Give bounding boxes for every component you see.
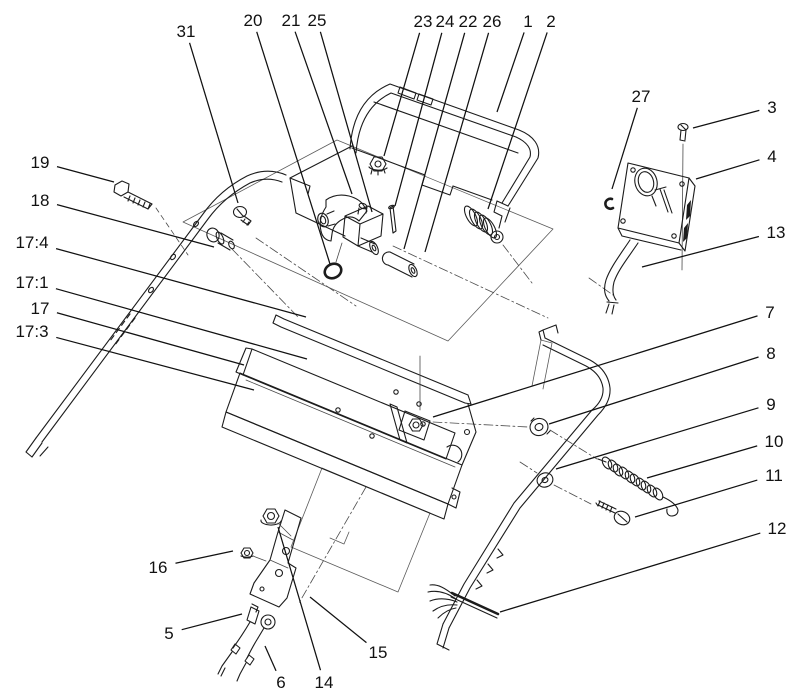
- leader-line-3: [692, 109, 760, 129]
- leader-line-4: [695, 159, 760, 180]
- leader-line-24: [394, 32, 443, 207]
- callout-label-24: 24: [436, 12, 455, 31]
- leader-line-20: [256, 31, 331, 265]
- callout-label-18: 18: [31, 191, 50, 210]
- part-cable-13: [604, 239, 639, 315]
- callout-label-2: 2: [546, 12, 555, 31]
- part-bolt-19: [113, 180, 153, 210]
- callout-label-21: 21: [282, 11, 301, 30]
- callout-label-10: 10: [765, 432, 784, 451]
- leader-line-14: [277, 526, 322, 671]
- leader-line-16: [175, 550, 234, 564]
- callout-label-6: 6: [276, 673, 285, 692]
- callout-label-8: 8: [766, 344, 775, 363]
- callout-label-17: 17: [31, 299, 50, 318]
- part-right-handle-tube: [436, 324, 611, 651]
- part-control-box: [604, 122, 696, 315]
- leader-line-17: [56, 312, 245, 366]
- leader-line-2: [487, 32, 548, 210]
- callout-label-5: 5: [164, 624, 173, 643]
- center-axes: [155, 207, 614, 604]
- callout-label-3: 3: [767, 98, 776, 117]
- leader-line-31: [188, 42, 239, 204]
- callout-label-22: 22: [459, 12, 478, 31]
- part-washer-9: [536, 472, 554, 488]
- callout-label-27: 27: [632, 87, 651, 106]
- part-upper-handle-panel: [289, 83, 540, 244]
- leader-line-8: [548, 356, 759, 425]
- callout-label-9: 9: [766, 395, 775, 414]
- part-cable-5: [217, 603, 260, 677]
- leader-line-25: [319, 31, 373, 213]
- callout-label-25: 25: [308, 11, 327, 30]
- leader-line-15: [309, 596, 367, 644]
- callout-label-16: 16: [149, 558, 168, 577]
- part-spacer-tube: [381, 251, 418, 278]
- leader-line-9: [555, 407, 759, 470]
- part-roll-pin: [389, 205, 397, 234]
- callout-label-20: 20: [244, 11, 263, 30]
- leader-line-5: [181, 613, 243, 631]
- part-panel-nut-7: [398, 410, 431, 441]
- leader-line-13: [641, 235, 760, 268]
- leader-line-17:3: [56, 336, 255, 391]
- callout-label-7: 7: [765, 303, 774, 322]
- callout-label-17:4: 17:4: [15, 233, 48, 252]
- part-cables: [217, 603, 276, 682]
- part-tension-spring: [597, 456, 679, 517]
- part-lever-assembly: [317, 156, 418, 280]
- part-bolt-18: [206, 227, 235, 251]
- callout-label-23: 23: [414, 12, 433, 31]
- part-screw-3: [677, 122, 689, 142]
- leader-line-1: [496, 32, 525, 113]
- part-left-handle-tube: [25, 170, 287, 458]
- leader-line-6: [264, 645, 277, 672]
- part-wire-harness: [427, 584, 500, 619]
- callout-label-1: 1: [523, 12, 532, 31]
- part-screw-31: [232, 205, 252, 226]
- callout-label-12: 12: [768, 519, 787, 538]
- leader-line-12: [499, 532, 761, 613]
- leader-line-27: [611, 107, 638, 190]
- part-washer-8: [529, 417, 551, 437]
- callout-label-31: 31: [177, 22, 196, 41]
- callout-label-17:1: 17:1: [15, 273, 48, 292]
- leader-line-22: [403, 32, 466, 250]
- leader-line-17:1: [55, 288, 308, 360]
- leader-line-11: [634, 479, 758, 518]
- leader-line-23: [383, 32, 421, 157]
- part-console-fasteners: [113, 180, 252, 251]
- leader-line-18: [56, 203, 215, 248]
- leader-line-19: [56, 165, 115, 183]
- leader-line-7: [432, 315, 758, 418]
- callout-label-14: 14: [315, 673, 334, 692]
- part-flange-nut-14: [260, 508, 292, 537]
- part-carriage-bolt-11: [595, 500, 631, 526]
- leader-line-17:4: [55, 247, 307, 318]
- part-nut-16: [240, 547, 267, 562]
- callout-label-4: 4: [767, 147, 776, 166]
- callout-label-11: 11: [765, 466, 783, 485]
- part-o-ring: [323, 262, 343, 280]
- leader-line-10: [646, 445, 758, 479]
- part-panel-assembly: [221, 314, 554, 520]
- callout-label-26: 26: [483, 12, 502, 31]
- callout-label-13: 13: [767, 223, 786, 242]
- part-clip-27: [604, 197, 615, 210]
- leader-line-21: [294, 31, 353, 195]
- part-flange-locknut: [368, 156, 388, 176]
- part-cable-6: [236, 614, 276, 682]
- part-lower-bracket: [240, 508, 302, 608]
- leader-line-26: [424, 32, 490, 253]
- part-compression-spring: [463, 205, 498, 239]
- callout-label-19: 19: [31, 153, 50, 172]
- callout-label-17:3: 17:3: [15, 322, 48, 341]
- callout-label-15: 15: [369, 643, 388, 662]
